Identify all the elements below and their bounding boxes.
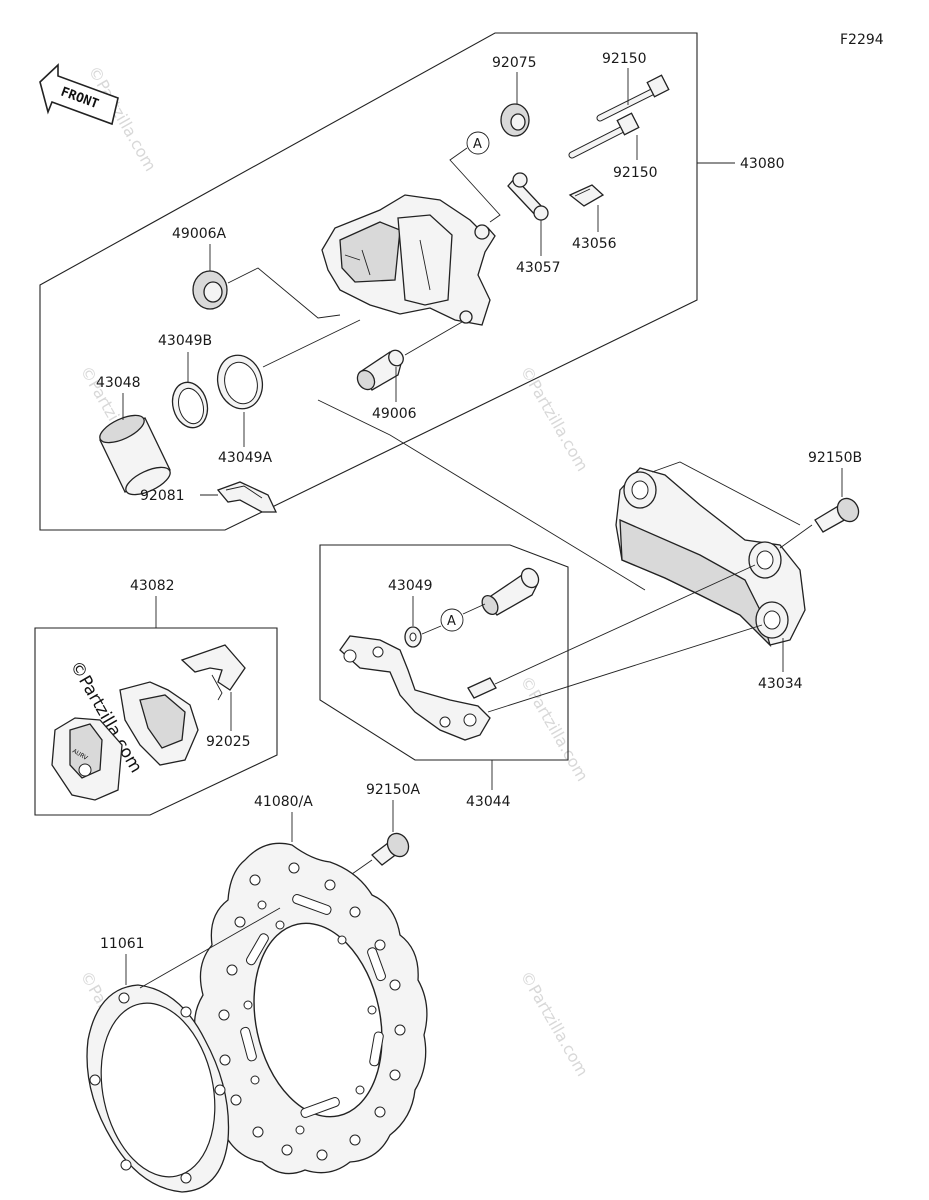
label-43044: 43044 [466, 794, 511, 810]
label-92075: 92075 [492, 55, 537, 71]
pad-set-outline [34, 627, 278, 816]
watermark-4: ©Partzilla.com [517, 673, 593, 785]
part-92150-pin-top [596, 74, 670, 122]
label-43049A: 43049A [218, 450, 273, 466]
part-43049A-seal [216, 354, 264, 410]
part-92150A-bolt [371, 832, 410, 866]
watermark-3: ©Partzilla.com [517, 363, 593, 475]
label-43056: 43056 [572, 236, 617, 252]
part-guide-pin [467, 677, 497, 699]
label-92025: 92025 [206, 734, 251, 750]
part-92081-spring [216, 481, 278, 513]
marker-a-top: A [473, 137, 482, 152]
part-43034-bracket [615, 467, 806, 648]
label-49006A: 49006A [172, 226, 227, 242]
part-41080A-brake-disc [194, 842, 428, 1175]
label-49006: 49006 [372, 406, 417, 422]
label-92150-top: 92150 [602, 51, 647, 67]
part-43049-washer [404, 626, 422, 648]
part-43048-piston [99, 414, 171, 496]
label-92150-mid: 92150 [613, 165, 658, 181]
bracket-assembly-outline [319, 544, 569, 761]
part-bracket-pin [481, 567, 540, 616]
label-43057: 43057 [516, 260, 561, 276]
label-43034: 43034 [758, 676, 803, 692]
part-49006-bolt [356, 349, 404, 391]
label-41080A: 41080/A [254, 794, 313, 810]
part-49006A-boot [192, 270, 228, 310]
label-92081: 92081 [140, 488, 185, 504]
label-43082: 43082 [130, 578, 175, 594]
part-43044-caliper-bracket [339, 635, 491, 741]
part-43057-link [507, 172, 549, 221]
label-11061: 11061 [100, 936, 145, 952]
label-92150A: 92150A [366, 782, 421, 798]
label-43049: 43049 [388, 578, 433, 594]
part-brake-pad-front: AURV [51, 717, 123, 801]
part-brake-pad-rear [119, 681, 199, 766]
label-43080: 43080 [740, 156, 785, 172]
part-11061-gasket [86, 984, 230, 1193]
part-92025-pad-spring [180, 644, 246, 701]
part-43056-bleeder [568, 184, 605, 207]
part-92150B-bolt [814, 497, 860, 533]
part-92075-cap [500, 103, 530, 137]
marker-a-bottom: A [447, 614, 456, 629]
watermark-6: ©Partzilla.com [517, 968, 593, 1080]
caliper-body [321, 194, 496, 326]
label-92150B: 92150B [808, 450, 862, 466]
front-arrow-icon: FRONT [39, 63, 119, 126]
part-43049B-seal [171, 381, 209, 429]
figure-code: F2294 [840, 32, 884, 48]
caliper-assembly-outline [39, 32, 698, 531]
label-43049B: 43049B [158, 333, 212, 349]
part-92150-pin-mid [568, 112, 640, 159]
label-43048: 43048 [96, 375, 141, 391]
